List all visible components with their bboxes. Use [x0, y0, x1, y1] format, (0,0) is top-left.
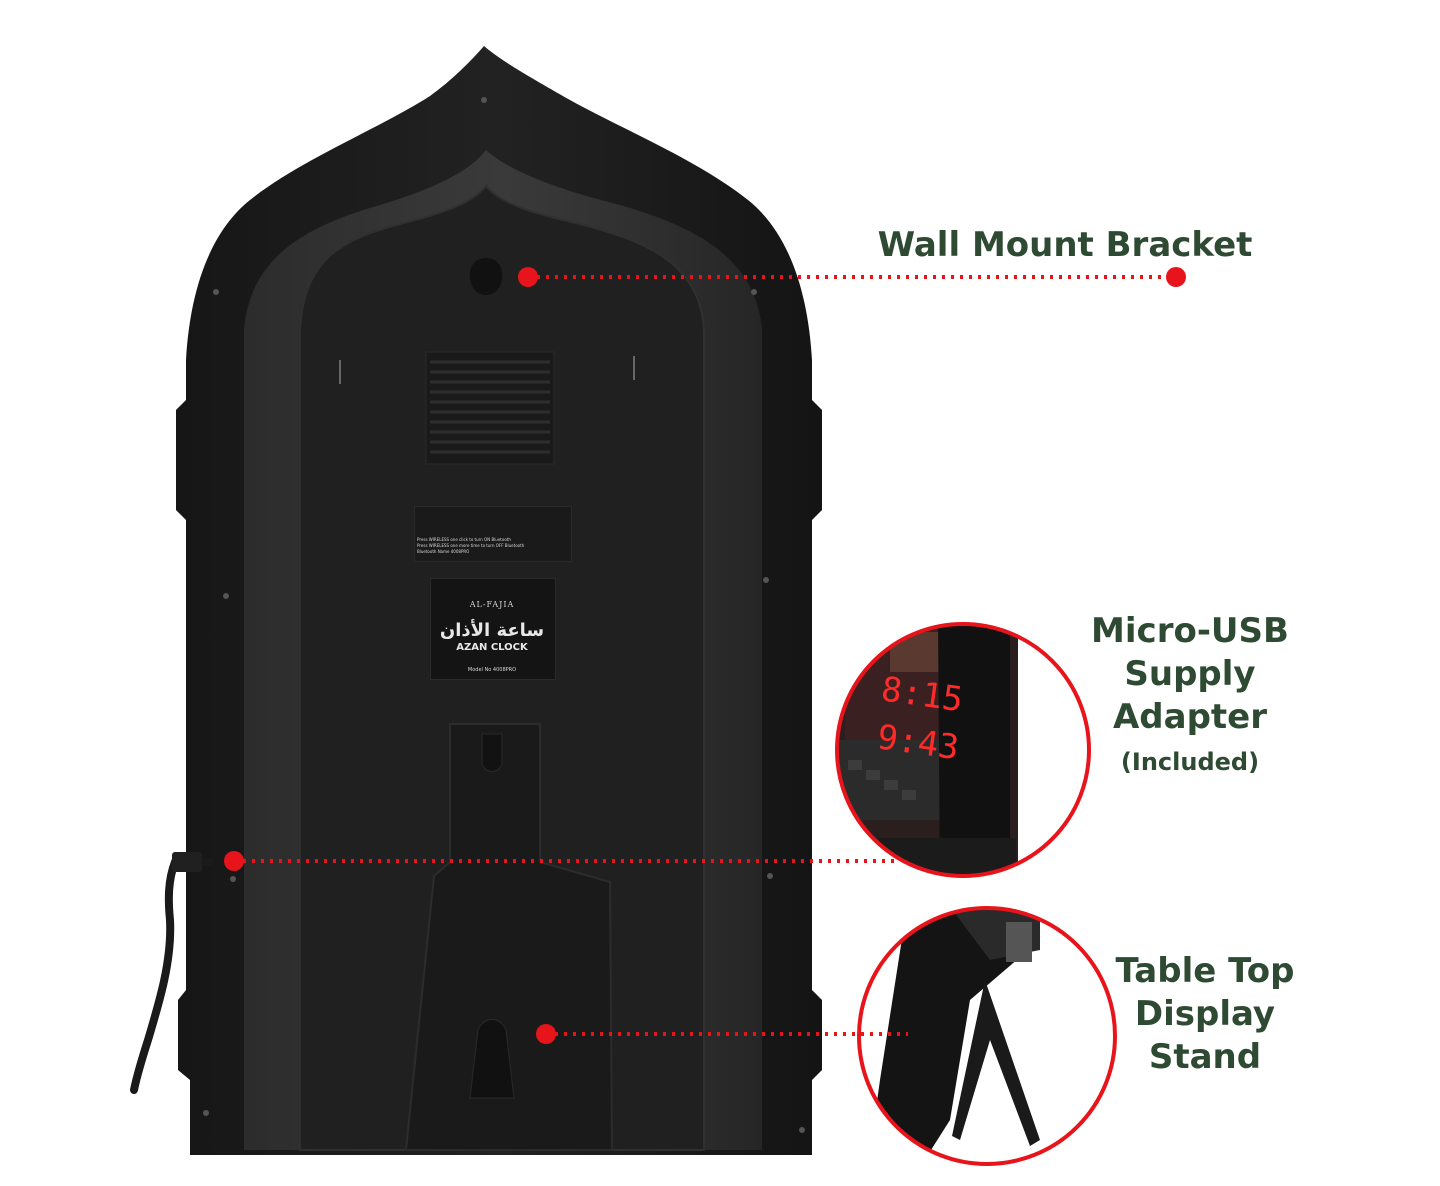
sticker-line-1: Press WIRELESS one click to turn ON Blue…: [417, 537, 511, 542]
wall-mount-callout: Wall Mount Bracket: [877, 225, 1253, 265]
model-number: Model No 4008PRO: [467, 667, 517, 673]
stand-callout-line-3: Stand: [1148, 1037, 1262, 1077]
power-cable: [130, 858, 214, 1094]
brand-name: AL-FAJIA: [469, 600, 515, 609]
usb-callout-line-3: Adapter: [1112, 697, 1267, 737]
sticker-line-2: Press WIRELESS one more time to turn OFF…: [417, 543, 525, 548]
wall-mount-slot: [469, 258, 503, 295]
table-top-stand: [404, 723, 614, 1151]
stand-callout-line-2: Display: [1134, 994, 1276, 1034]
stand-inset-photo: [857, 906, 1117, 1166]
sticker-line-3: Bluetooth Name 4008PRO: [417, 549, 470, 554]
product-name: AZAN CLOCK: [456, 642, 528, 653]
vertical-markers: [339, 356, 635, 384]
callout-leaders: [224, 267, 1186, 1044]
screw-holes: [203, 97, 805, 1133]
usb-callout-note: (Included): [1120, 748, 1260, 776]
stand-callout-line-1: Table Top: [1115, 951, 1295, 991]
brand-label: [430, 578, 556, 680]
usb-callout-line-1: Micro-USB: [1091, 611, 1289, 651]
speaker-grille: [425, 351, 555, 465]
instruction-sticker: [414, 506, 572, 562]
usb-callout-line-2: Supply: [1124, 654, 1256, 694]
brand-arabic-name: ساعة الأذان: [439, 620, 545, 641]
usb-inset-photo: 8:15 9:43: [835, 622, 1091, 878]
